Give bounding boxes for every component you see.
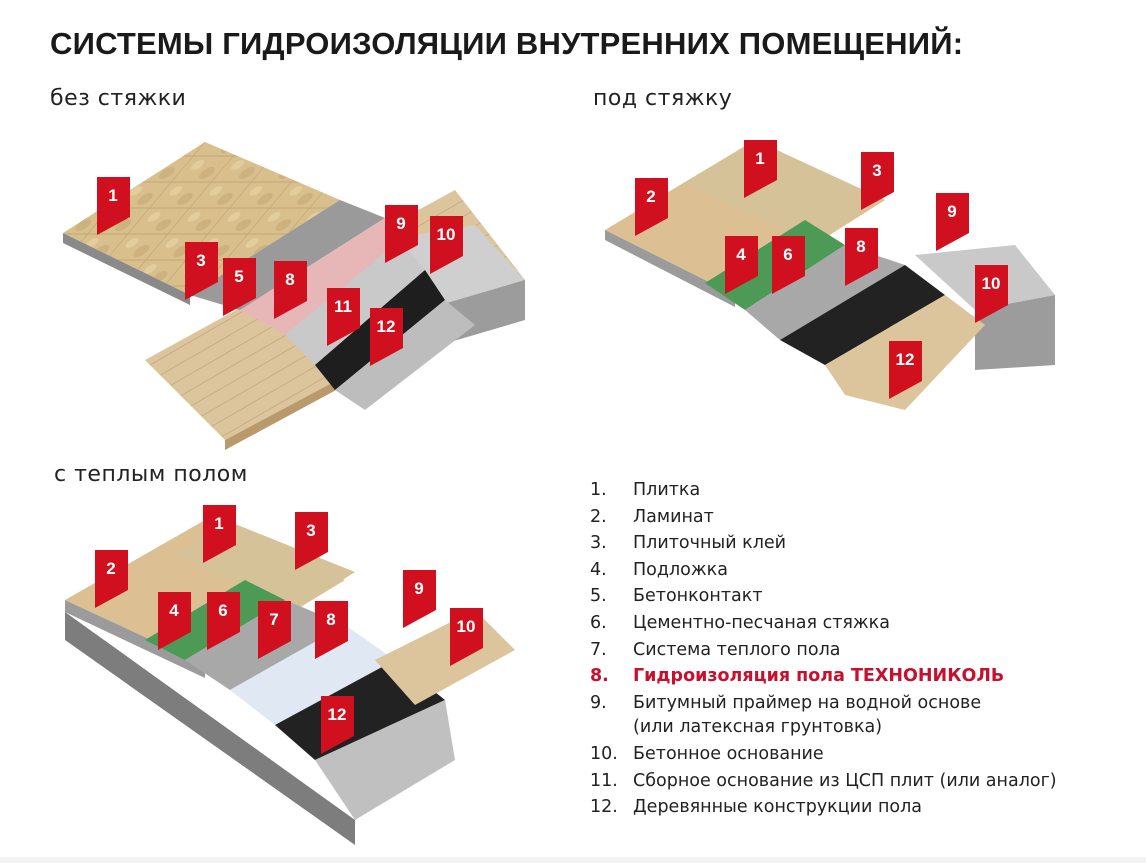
tag-2: 2 (646, 187, 655, 206)
legend-item-9-continuation: (или латексная грунтовка) (633, 717, 883, 738)
diagram-heated-floor: 1 2 3 4 6 7 8 9 10 12 (65, 505, 515, 845)
tag-9: 9 (947, 202, 956, 221)
legend-item-7: 7.Система теплого пола (590, 639, 841, 660)
tag-3: 3 (196, 251, 205, 270)
caption-under-screed: под стяжку (593, 86, 733, 111)
caption-heated-floor: с теплым полом (54, 462, 248, 487)
tag-1: 1 (108, 186, 117, 205)
tag-7: 7 (269, 610, 278, 629)
tag-1: 1 (755, 149, 764, 168)
tag-3: 3 (872, 161, 881, 180)
page-title: СИСТЕМЫ ГИДРОИЗОЛЯЦИИ ВНУТРЕННИХ ПОМЕЩЕН… (50, 26, 964, 61)
legend-item-4: 4.Подложка (590, 559, 728, 580)
legend-item-2: 2.Ламинат (590, 506, 714, 527)
tag-1: 1 (214, 514, 223, 533)
legend-item-1: 1.Плитка (590, 480, 701, 500)
legend-item-8-highlight: 8.Гидроизоляция пола ТЕХНОНИКОЛЬ (590, 666, 1005, 687)
tag-9: 9 (396, 214, 405, 233)
legend-item-11: 11.Сборное основание из ЦСП плит (или ан… (590, 770, 1057, 791)
legend-item-9: 9.Битумный праймер на водной основе (590, 692, 982, 713)
tag-12: 10 (457, 617, 476, 636)
diagram-under-screed: 1 2 3 4 6 8 9 10 12 (605, 140, 1055, 410)
tag-8: 8 (326, 610, 335, 629)
bottom-divider (0, 857, 1146, 863)
legend-item-6: 6.Цементно-песчаная стяжка (590, 612, 890, 633)
tag-12: 12 (377, 317, 396, 336)
tag-4: 4 (169, 601, 179, 620)
tag-10: 10 (437, 225, 456, 244)
tag-9: 9 (414, 579, 423, 598)
tag-5: 5 (234, 267, 243, 286)
tag-2: 2 (106, 559, 115, 578)
tag-6: 6 (783, 245, 792, 264)
diagram-no-screed: 1 3 5 8 9 10 11 12 (63, 142, 525, 450)
tag-6: 6 (218, 601, 227, 620)
tag-10: 10 (982, 274, 1001, 293)
legend-item-3: 3.Плиточный клей (590, 533, 787, 554)
legend-item-10: 10.Бетонное основание (590, 743, 824, 764)
tag-8: 8 (856, 237, 865, 256)
tag-10: 12 (328, 705, 347, 724)
tag-3: 3 (306, 521, 315, 540)
tag-4: 4 (736, 245, 746, 264)
legend-list: 1.Плитка 2.Ламинат 3.Плиточный клей 4.По… (590, 477, 1057, 821)
caption-no-screed: без стяжки (50, 86, 187, 111)
legend-item-5: 5.Бетонконтакт (590, 586, 763, 607)
tag-12: 12 (896, 350, 915, 369)
legend-item-12: 12.Деревянные конструкции пола (590, 797, 923, 818)
tag-11: 11 (334, 297, 352, 316)
tag-8: 8 (285, 270, 294, 289)
